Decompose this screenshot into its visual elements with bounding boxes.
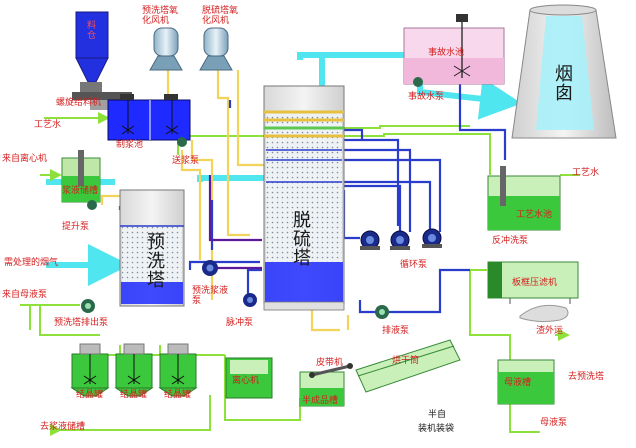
pre-wash-blower-label: 预洗塔氧化风机 bbox=[142, 6, 179, 26]
purple-lines bbox=[208, 175, 262, 270]
backwash-pump-label: 反冲洗泵 bbox=[492, 236, 529, 246]
desulfurization-tower-label: 脱硫塔 bbox=[290, 210, 311, 267]
accident-pump-icon bbox=[413, 77, 423, 87]
chimney-label: 烟囱 bbox=[552, 64, 573, 102]
discharge-pump bbox=[375, 305, 389, 319]
pre-wash-slurry-pump bbox=[202, 260, 218, 276]
circulation-lines bbox=[118, 80, 507, 314]
silo bbox=[75, 11, 109, 92]
circulation-pump-1 bbox=[360, 230, 380, 250]
dryer bbox=[355, 339, 461, 393]
mother-pump-label: 母液泵 bbox=[540, 418, 568, 428]
to-pre-wash-label: 去预洗塔 bbox=[568, 372, 605, 382]
slurry-preparation-tank bbox=[107, 94, 191, 141]
pre-wash-tower bbox=[119, 189, 185, 307]
lift-pump-icon bbox=[87, 200, 97, 210]
desulfurization-tower bbox=[263, 85, 345, 311]
crystallizer-1-label: 结晶罐 bbox=[76, 390, 104, 400]
semi-product-label: 半自 bbox=[428, 410, 447, 420]
process-water-top-label: 工艺水 bbox=[34, 120, 62, 130]
slurry-tank-label: 制浆池 bbox=[116, 140, 144, 150]
centrifuge bbox=[225, 357, 273, 399]
accident-pump-label: 事故水泵 bbox=[408, 92, 445, 102]
screw-feeder-label: 螺旋给料机 bbox=[56, 98, 102, 108]
packing-label: 装机装袋 bbox=[418, 424, 455, 434]
process-water-tank-label: 工艺水池 bbox=[516, 210, 553, 220]
chimney bbox=[511, 4, 617, 139]
belt-conveyor bbox=[309, 363, 353, 378]
circulation-pump-label: 循环泵 bbox=[400, 260, 428, 270]
mother-tank-label: 母液槽 bbox=[504, 378, 532, 388]
discharge-pump-label: 排液泵 bbox=[382, 326, 410, 336]
slurry-storage-tank bbox=[61, 150, 101, 203]
silo-label: 料仓 bbox=[85, 20, 95, 40]
circulation-pump-2 bbox=[390, 230, 410, 250]
mother-liquor-tank bbox=[497, 359, 555, 405]
circulation-pump-3 bbox=[422, 228, 442, 248]
desulfurization-blower-label: 脱硫塔氧化风机 bbox=[202, 6, 239, 26]
pulse-pump bbox=[243, 293, 257, 307]
feed-pump-label: 送浆泵 bbox=[172, 156, 200, 166]
slurry-collect-label: 浆液储槽 bbox=[62, 186, 99, 196]
slag-out-label: 渣外运 bbox=[536, 326, 564, 336]
pre-wash-blower bbox=[149, 27, 183, 71]
crystallizer-2 bbox=[114, 343, 154, 397]
accident-water-tank bbox=[403, 14, 505, 85]
pre-wash-discharge-pump bbox=[81, 299, 95, 313]
crystallizer-3 bbox=[158, 343, 198, 397]
feed-pump-icon bbox=[177, 137, 187, 147]
from-centrifuge-label: 来自离心机 bbox=[2, 154, 48, 164]
centrifuge-label: 离心机 bbox=[232, 376, 260, 386]
from-mother-label: 来自母液泵 bbox=[2, 290, 48, 300]
flue-gas-label: 需处理的烟气 bbox=[4, 258, 59, 268]
desulfurization-blower bbox=[199, 27, 233, 71]
filter-press-label: 板框压滤机 bbox=[512, 278, 558, 288]
crystallizer-3-label: 结晶罐 bbox=[164, 390, 192, 400]
belt-label: 皮带机 bbox=[316, 358, 344, 368]
pulse-pump-label: 脉冲泵 bbox=[226, 318, 254, 328]
lift-pump-label: 提升泵 bbox=[62, 222, 90, 232]
process-water-right-label: 工艺水 bbox=[572, 168, 600, 178]
crystallizer-1 bbox=[70, 343, 110, 397]
to-slurry-label: 去浆液储槽 bbox=[40, 422, 86, 432]
dryer-label: 烘干筒 bbox=[392, 356, 420, 366]
pre-wash-tower-label: 预洗塔 bbox=[144, 232, 165, 289]
accident-tank-label: 事故水池 bbox=[428, 48, 465, 58]
semi-tank-label: 半成品槽 bbox=[302, 396, 339, 406]
filter-press bbox=[487, 261, 579, 323]
crystallizer-2-label: 结晶罐 bbox=[120, 390, 148, 400]
pre-discharge-label: 预洗塔排出泵 bbox=[54, 318, 109, 328]
pre-wash-pump-label: 预洗浆液泵 bbox=[192, 286, 229, 306]
process-water-tank bbox=[487, 166, 561, 231]
